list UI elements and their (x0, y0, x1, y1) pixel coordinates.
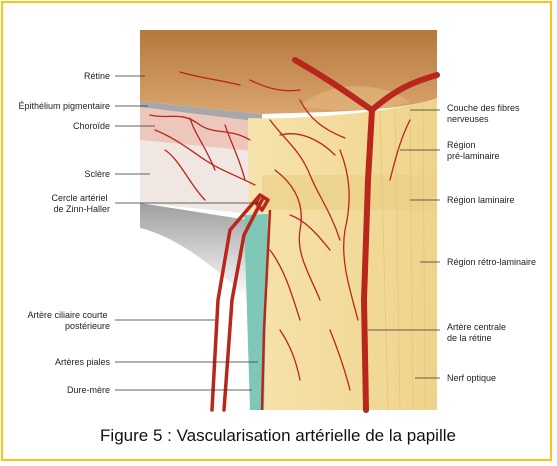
label-sclere: Sclère (84, 169, 110, 179)
label-cercle-zinn-haller: Cercle artériel de Zinn-Haller (51, 193, 110, 214)
label-choroide: Choroïde (73, 121, 110, 131)
label-arteres-piales: Artères piales (55, 357, 111, 367)
figure-caption: Figure 5 : Vascularisation artérielle de… (100, 426, 456, 445)
label-nerf-optique: Nerf optique (447, 373, 496, 383)
label-artere-ciliaire: Artère ciliaire courte postérieure (27, 310, 110, 331)
label-retine: Rétine (84, 71, 110, 81)
label-region-prelaminaire: Région pré-laminaire (447, 140, 500, 161)
label-region-retrolaminaire: Région rétro-laminaire (447, 257, 536, 267)
label-dure-mere: Dure-mère (67, 385, 110, 395)
label-couche-fibres: Couche des fibres nerveuses (447, 103, 522, 124)
label-epithelium-pigmentaire: Épithélium pigmentaire (18, 101, 110, 111)
scleral-shadow (140, 203, 248, 300)
label-artere-centrale: Artère centrale de la rétine (447, 322, 509, 343)
label-region-laminaire: Région laminaire (447, 195, 515, 205)
